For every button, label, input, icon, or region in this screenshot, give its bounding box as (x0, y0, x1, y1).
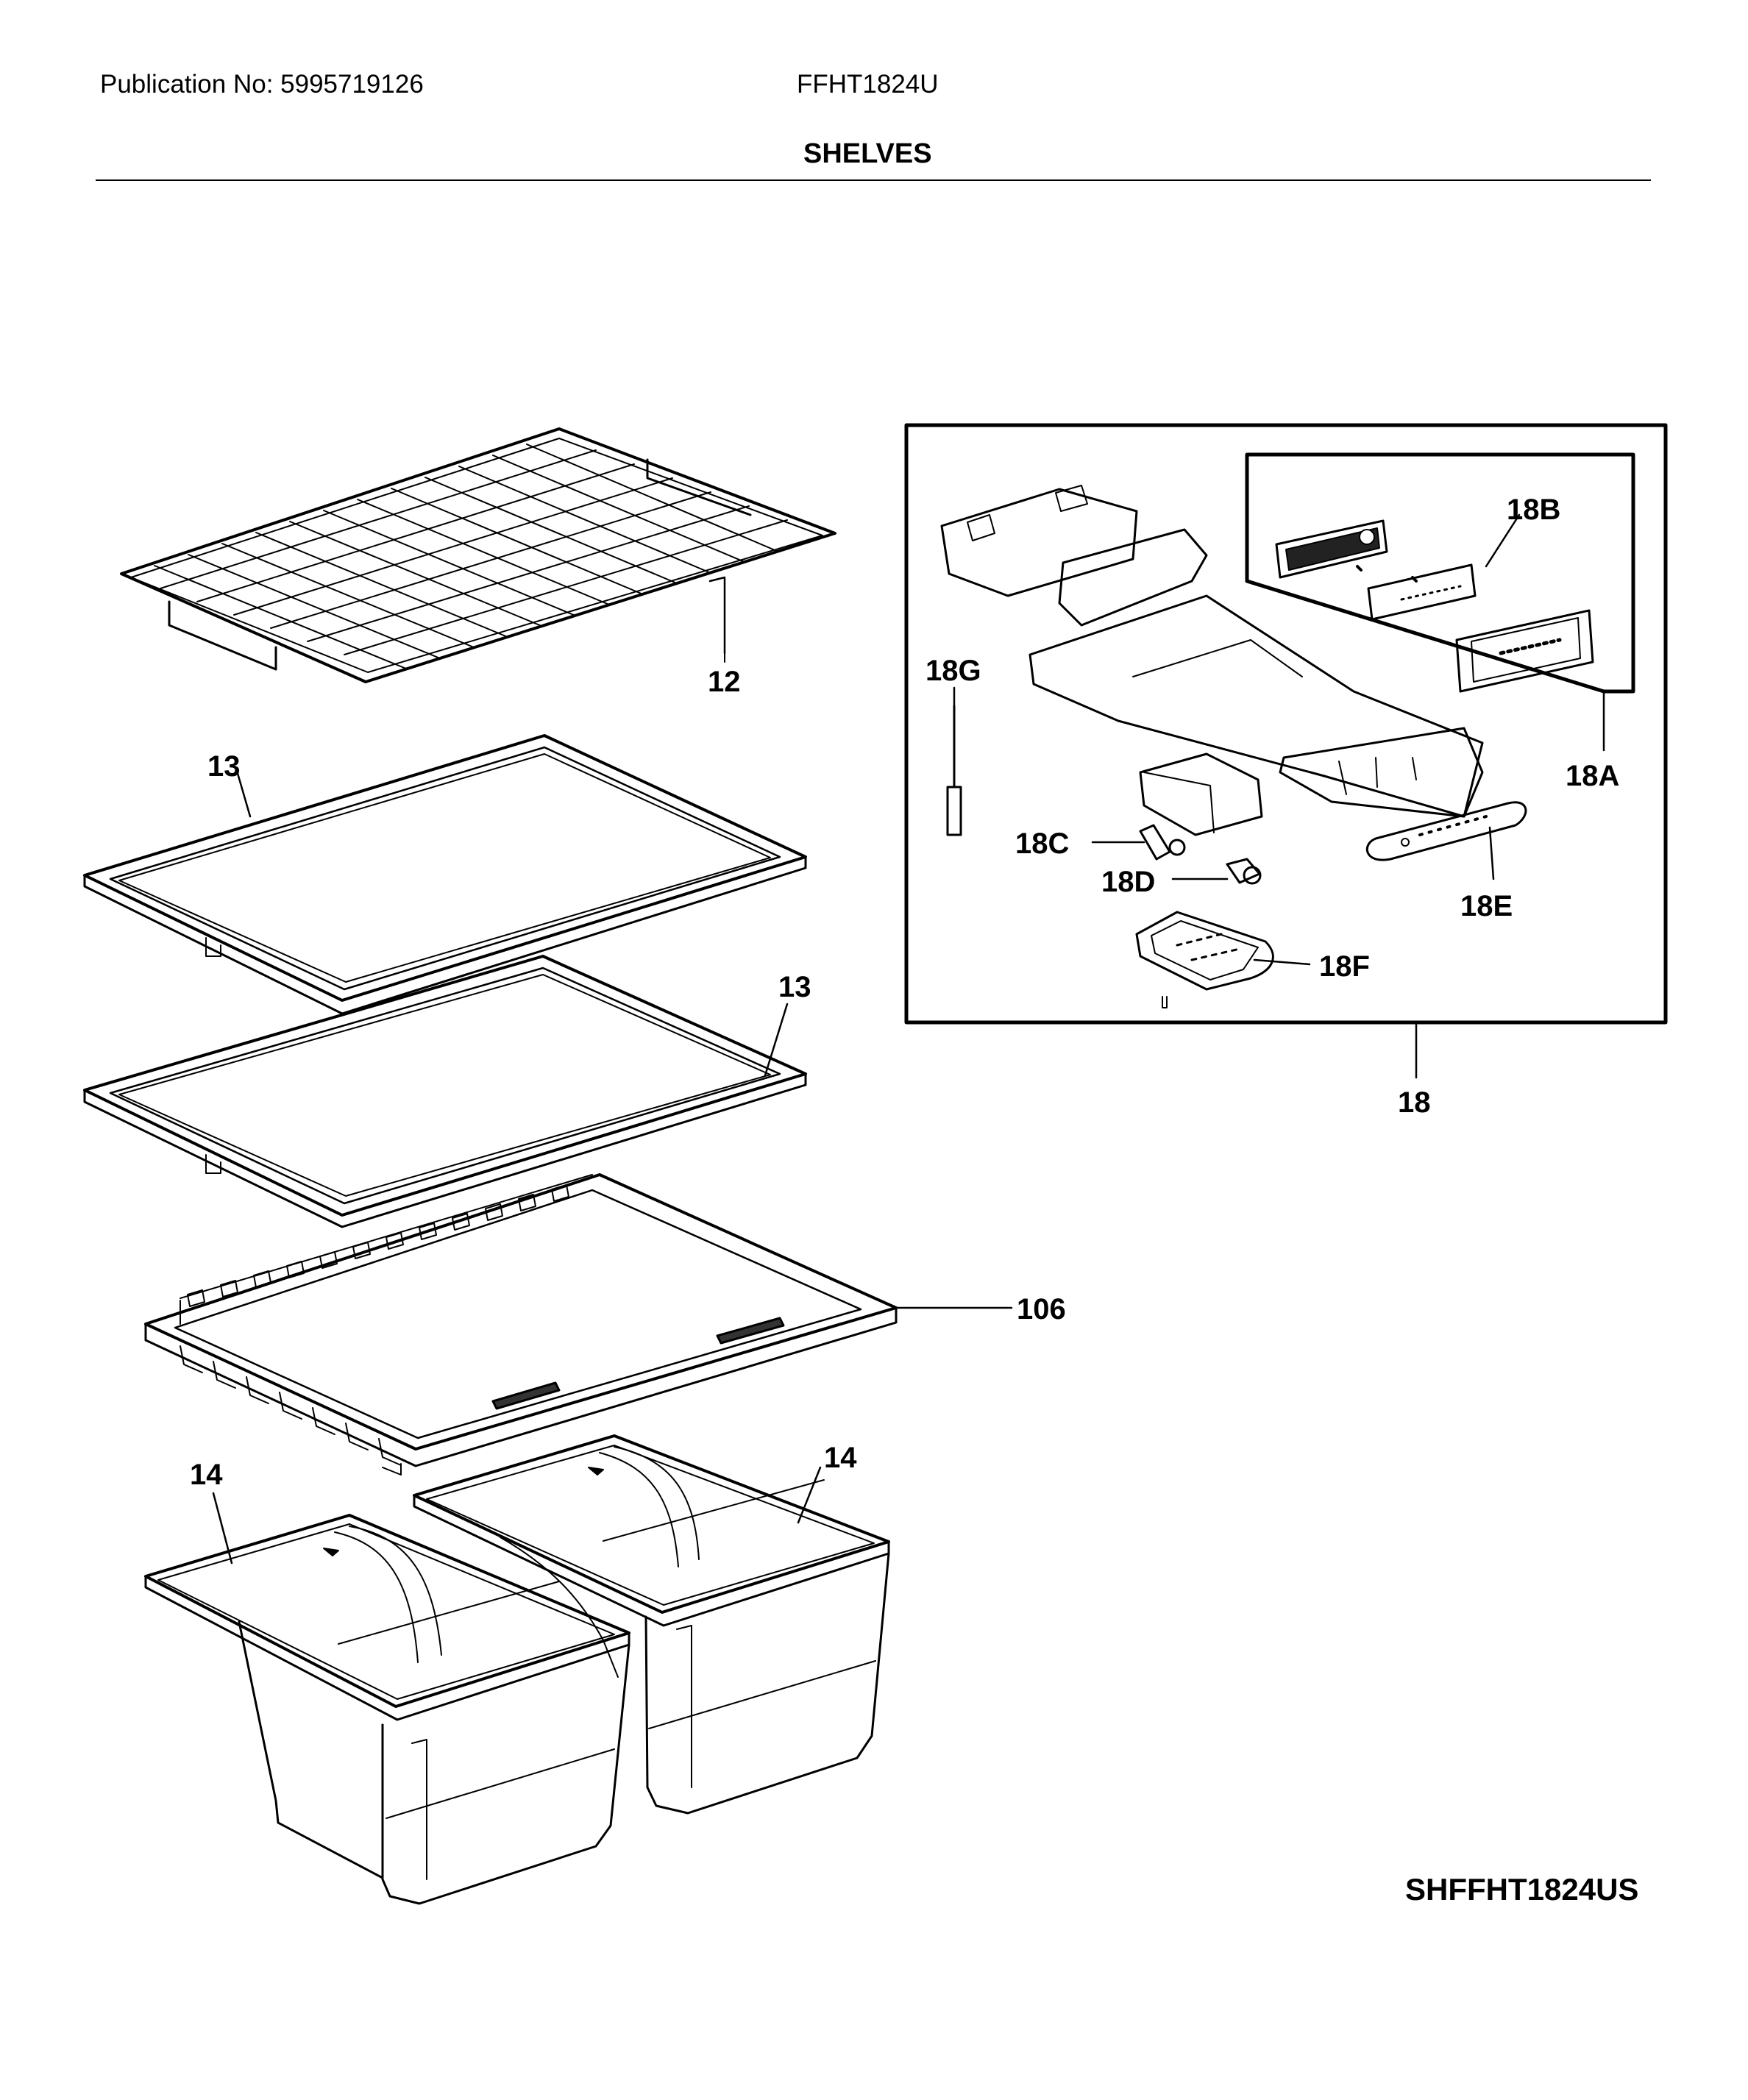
callout-18B: 18B (1507, 494, 1560, 526)
section-title: SHELVES (803, 138, 932, 169)
callout-13-upper: 13 (207, 750, 241, 783)
diagram-code: SHFFHT1824US (1405, 1872, 1638, 1907)
callout-18F: 18F (1319, 950, 1370, 983)
callout-18C: 18C (1015, 827, 1069, 860)
crisper-cover-part-106 (144, 1173, 898, 1476)
header-rule (96, 179, 1651, 181)
wire-shelf-part-12 (120, 427, 836, 683)
callout-14-right: 14 (824, 1442, 857, 1474)
callout-14-left: 14 (190, 1459, 223, 1491)
kit-18-inset (904, 423, 1668, 1025)
callout-18D: 18D (1101, 866, 1155, 898)
callout-18: 18 (1398, 1086, 1431, 1119)
crisper-drawer-part-14-right (413, 1434, 890, 1815)
model-number: FFHT1824U (797, 70, 939, 99)
glass-shelf-part-13-lower (83, 955, 807, 1228)
callout-18G: 18G (925, 655, 981, 687)
callout-18E: 18E (1460, 890, 1513, 922)
glass-shelf-part-13-upper (83, 734, 807, 1015)
callout-18A: 18A (1566, 760, 1619, 792)
callout-13-lower: 13 (778, 971, 811, 1003)
callout-106: 106 (1017, 1293, 1066, 1325)
callout-leaders (212, 576, 1418, 1565)
crisper-drawer-part-14-left (144, 1514, 630, 1905)
publication-number: Publication No: 5995719126 (100, 70, 424, 99)
callout-12: 12 (708, 666, 741, 698)
